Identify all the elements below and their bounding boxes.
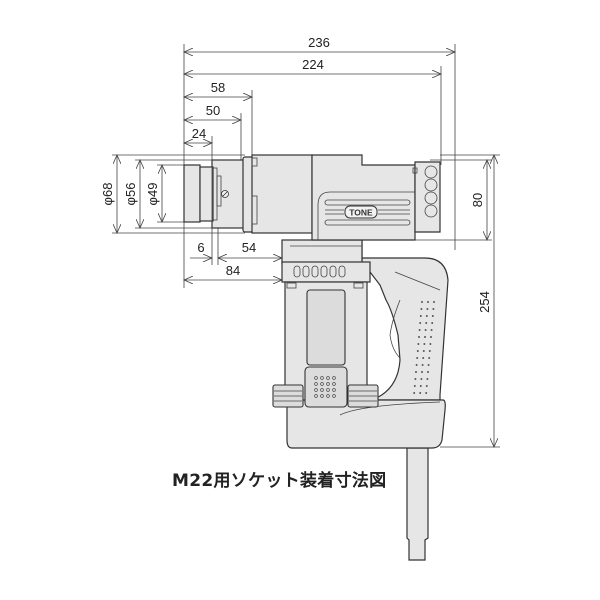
dim-50: 50 <box>206 103 220 118</box>
grip-dot <box>420 378 423 380</box>
grip-dot <box>433 301 435 303</box>
grip-dot <box>418 336 420 338</box>
grip-dot <box>429 343 432 345</box>
grip-dot <box>419 322 422 324</box>
dim-254: 254 <box>477 291 492 313</box>
power-cord <box>406 447 429 561</box>
grip-dot <box>430 336 432 338</box>
grip-dot <box>425 322 428 324</box>
grip-dot <box>419 315 422 317</box>
grip-dot <box>419 392 422 394</box>
grip-dot <box>424 336 426 338</box>
grip-dot <box>423 343 426 345</box>
grip-dot <box>416 350 419 352</box>
dim-6: 6 <box>197 240 204 255</box>
grip-dot <box>419 385 422 387</box>
grip-dot <box>428 357 431 359</box>
grip-dot <box>420 308 423 310</box>
dim-phi68: φ68 <box>100 183 115 206</box>
grip-dot <box>421 301 423 303</box>
grip-dot <box>432 308 435 310</box>
grip-dot <box>428 350 431 352</box>
dim-80: 80 <box>470 193 485 207</box>
switch-dots <box>314 376 336 398</box>
dim-phi56: φ56 <box>123 183 138 206</box>
grip-dot <box>422 350 425 352</box>
grip-dot <box>424 329 427 331</box>
grip-dot <box>416 357 419 359</box>
dimension-lines <box>117 52 494 447</box>
socket <box>183 164 229 223</box>
dim-phi49: φ49 <box>145 183 160 206</box>
motor-housing <box>272 239 435 408</box>
grip-dot <box>421 371 423 373</box>
grip-dot <box>417 343 420 345</box>
gear-head: TONE <box>211 154 441 247</box>
grip-dot <box>425 385 428 387</box>
grip-dot <box>415 364 418 366</box>
grip-dot <box>427 364 430 366</box>
dim-236: 236 <box>308 35 330 50</box>
cap-bumps <box>424 165 438 218</box>
grip-dot <box>426 308 429 310</box>
dim-224: 224 <box>302 57 324 72</box>
grip-dot <box>430 329 433 331</box>
grip-dot <box>415 371 417 373</box>
dim-84: 84 <box>226 263 240 278</box>
handle <box>361 240 449 401</box>
grip-dot <box>431 315 434 317</box>
grip-dot <box>413 385 416 387</box>
tone-logo: TONE <box>349 208 373 218</box>
dim-54: 54 <box>242 240 256 255</box>
grip-dot <box>425 392 428 394</box>
grip-dots <box>413 301 435 394</box>
grip-dot <box>425 315 428 317</box>
grip-dot <box>431 322 434 324</box>
grip-dot <box>427 301 429 303</box>
dim-58: 58 <box>211 80 225 95</box>
grip-dot <box>413 392 416 394</box>
dim-24: 24 <box>192 126 206 141</box>
grip-dot <box>421 364 424 366</box>
grip-dot <box>418 329 421 331</box>
drawing-title: M22用ソケット装着寸法図 <box>172 471 387 491</box>
grip-dot <box>414 378 417 380</box>
grip-dot <box>422 357 425 359</box>
grip-dot <box>426 378 429 380</box>
vent-slots <box>293 265 346 278</box>
base <box>286 399 446 449</box>
grip-dot <box>427 371 429 373</box>
logo-ribs <box>324 199 411 226</box>
